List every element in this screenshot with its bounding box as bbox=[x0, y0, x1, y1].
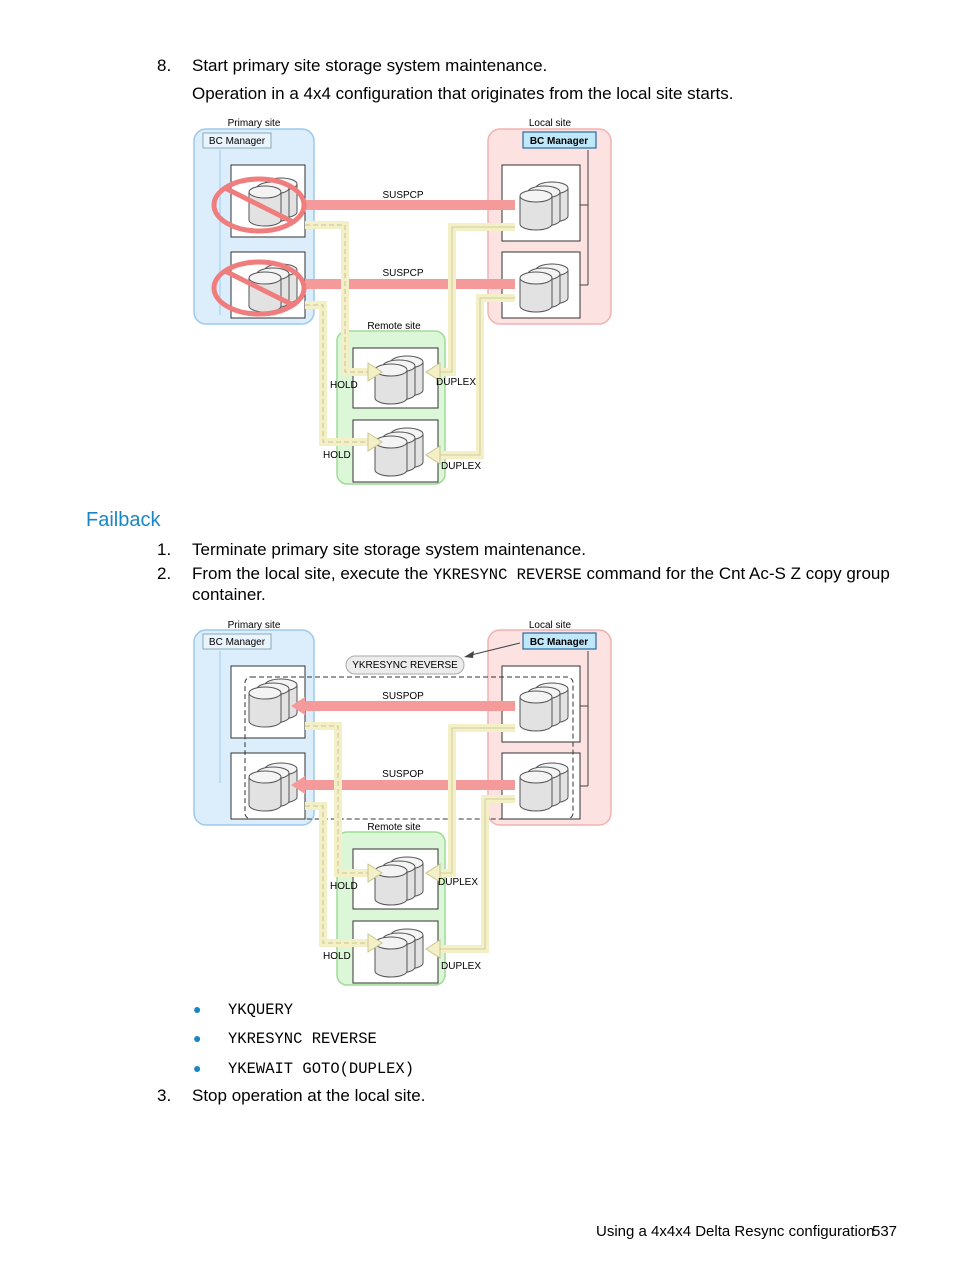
bc-manager-local bbox=[522, 131, 597, 149]
step-3-text: Stop operation at the local site. bbox=[192, 1086, 426, 1105]
bc-manager-primary-label: BC Manager bbox=[209, 136, 266, 147]
bullet-item-3: YKEWAIT GOTO(DUPLEX) bbox=[228, 1060, 415, 1078]
step-2-number: 2. bbox=[157, 564, 172, 583]
step-8-number: 8. bbox=[157, 56, 172, 75]
bc-manager-primary-label: BC Manager bbox=[209, 637, 266, 648]
remote-site-label: Remote site bbox=[367, 321, 421, 332]
local-site-label: Local site bbox=[529, 620, 572, 631]
failback-heading: Failback bbox=[86, 509, 161, 531]
command-callout bbox=[345, 655, 465, 675]
step-2-text: From the local site, execute the YKRESYN… bbox=[192, 564, 890, 584]
bullet-dot: ● bbox=[193, 1060, 202, 1076]
prohibited-icon bbox=[211, 259, 307, 317]
duplex-1-label: DUPLEX bbox=[438, 877, 478, 888]
local-site-label: Local site bbox=[529, 118, 572, 129]
bc-manager-primary bbox=[202, 132, 272, 149]
step-8-text: Start primary site storage system mainte… bbox=[192, 56, 548, 75]
pair-line-1 bbox=[305, 701, 515, 711]
duplex-2-label: DUPLEX bbox=[441, 961, 481, 972]
step-1-number: 1. bbox=[157, 540, 172, 559]
step-1-text: Terminate primary site storage system ma… bbox=[192, 540, 586, 559]
diagram-failback: Primary site BC Manager Local site BC Ma… bbox=[193, 620, 612, 986]
pair-line-2 bbox=[305, 780, 515, 790]
bullet-dot: ● bbox=[193, 1030, 202, 1046]
bc-manager-local-label: BC Manager bbox=[530, 136, 588, 147]
bc-manager-local-label: BC Manager bbox=[530, 637, 588, 648]
step-8-subtext: Operation in a 4x4 configuration that or… bbox=[192, 84, 734, 103]
bullet-item-1: YKQUERY bbox=[228, 1001, 294, 1019]
duplex-2-label: DUPLEX bbox=[441, 461, 481, 472]
duplex-1-label: DUPLEX bbox=[436, 377, 476, 388]
hold-1-label: HOLD bbox=[330, 881, 358, 892]
command-callout-label: YKRESYNC REVERSE bbox=[352, 660, 458, 671]
remote-site-label: Remote site bbox=[367, 822, 421, 833]
pair-1-status: SUSPOP bbox=[382, 691, 424, 702]
step-2-command: YKRESYNC REVERSE bbox=[432, 566, 582, 584]
hold-2-label: HOLD bbox=[323, 450, 351, 461]
bullet-dot: ● bbox=[193, 1001, 202, 1017]
primary-site-label: Primary site bbox=[228, 118, 281, 129]
step-2-line2: container. bbox=[192, 585, 266, 604]
prohibited-icon bbox=[211, 176, 307, 234]
page-number: 537 bbox=[872, 1223, 898, 1240]
step-3-number: 3. bbox=[157, 1086, 172, 1105]
pair-2-status: SUSPCP bbox=[382, 268, 423, 279]
hold-1-label: HOLD bbox=[330, 380, 358, 391]
step-2-pre: From the local site, execute the bbox=[192, 564, 429, 583]
bc-manager-primary bbox=[202, 633, 272, 650]
bc-manager-local bbox=[522, 632, 597, 650]
pair-2-status: SUSPOP bbox=[382, 769, 424, 780]
bullet-item-2: YKRESYNC REVERSE bbox=[228, 1030, 377, 1048]
pair-line-1 bbox=[305, 200, 515, 210]
diagram-maintenance: Primary site BC Manager Local site BC Ma… bbox=[193, 118, 612, 485]
step-2-post: command for the Cnt Ac-S Z copy group bbox=[586, 564, 890, 583]
pair-1-status: SUSPCP bbox=[382, 190, 423, 201]
hold-2-label: HOLD bbox=[323, 951, 351, 962]
pair-line-2 bbox=[305, 279, 515, 289]
footer-text: Using a 4x4x4 Delta Resync configuration bbox=[596, 1223, 875, 1240]
primary-site-label: Primary site bbox=[228, 620, 281, 631]
